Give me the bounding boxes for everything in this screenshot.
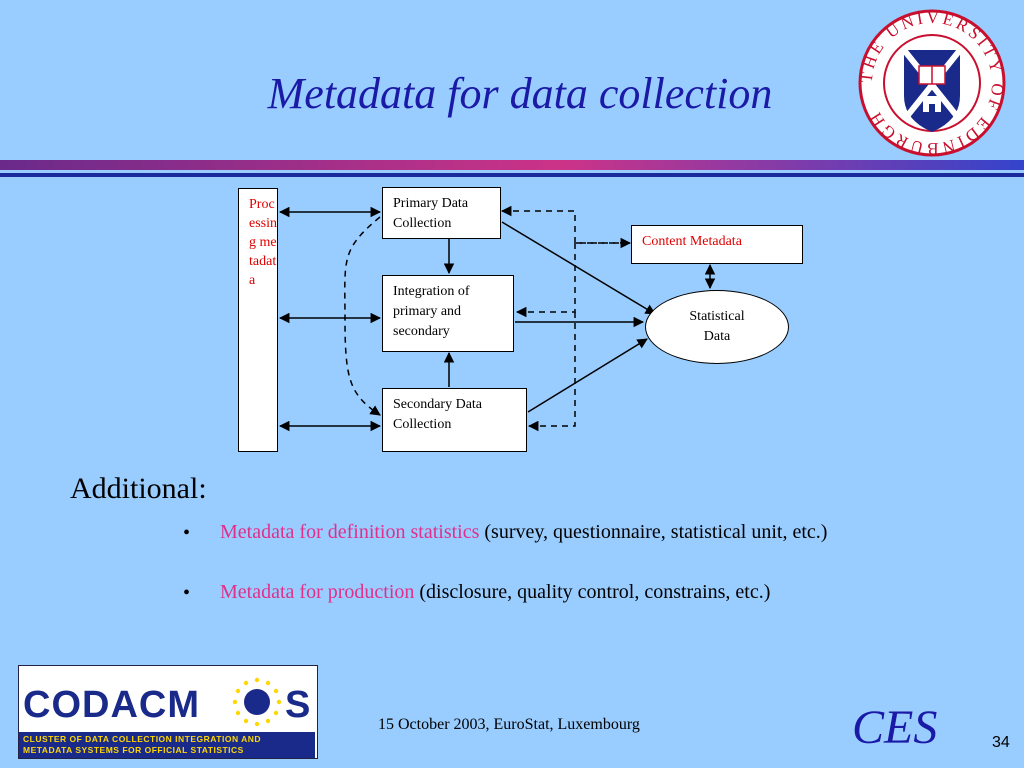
slide-title: Metadata for data collection [267,69,773,118]
content-metadata-box: Content Metadata [631,225,803,264]
dashed-content-to-integration [515,243,576,318]
bullet-marker: • [183,522,191,544]
bullet-marker: • [183,582,191,604]
bullet-highlight: Metadata for production [220,581,415,603]
eu-stars-icon [232,677,282,727]
statistical-data-label: Statistical Data [689,309,745,344]
integration-box: Integration of primary and secondary [382,275,514,352]
processing-metadata-box: Processing metadata [238,188,278,452]
footer-date: 15 October 2003, EuroStat, Luxembourg [378,716,640,733]
page-number: 34 [992,734,1010,751]
logo-tagline: CLUSTER OF DATA COLLECTION INTEGRATION A… [19,732,315,758]
bullet-item: Metadata for production (disclosure, qua… [220,578,890,606]
secondary-data-collection-box: Secondary Data Collection [382,388,527,452]
ces-logo-text: CES [852,701,938,754]
logo-word: CODACM [23,684,200,726]
codacmos-logo: CODACM S CLUSTER OF DATA COLLECTION INTE… [18,665,318,759]
dashed-content-to-secondary [527,312,576,432]
header-rule-thin [0,173,1024,177]
header-rule [0,160,1024,170]
dashed-primary-secondary [344,216,381,416]
arrow-primary-stat [501,221,656,315]
dashed-content-to-primary [500,205,630,244]
statistical-data-ellipse: Statistical Data [645,290,789,364]
bullet-rest: (disclosure, quality control, constrains… [414,581,771,603]
arrow-secondary-stat [527,338,648,413]
primary-data-collection-box: Primary Data Collection [382,187,501,239]
logo-word-end: S [285,684,312,726]
additional-heading: Additional: [70,472,207,505]
university-seal-logo: THE UNIVERSITY OF EDINBURGH [857,8,1007,158]
bullet-rest: (survey, questionnaire, statistical unit… [479,521,828,543]
bullet-item: Metadata for definition statistics (surv… [220,518,890,546]
bullet-highlight: Metadata for definition statistics [220,521,480,543]
